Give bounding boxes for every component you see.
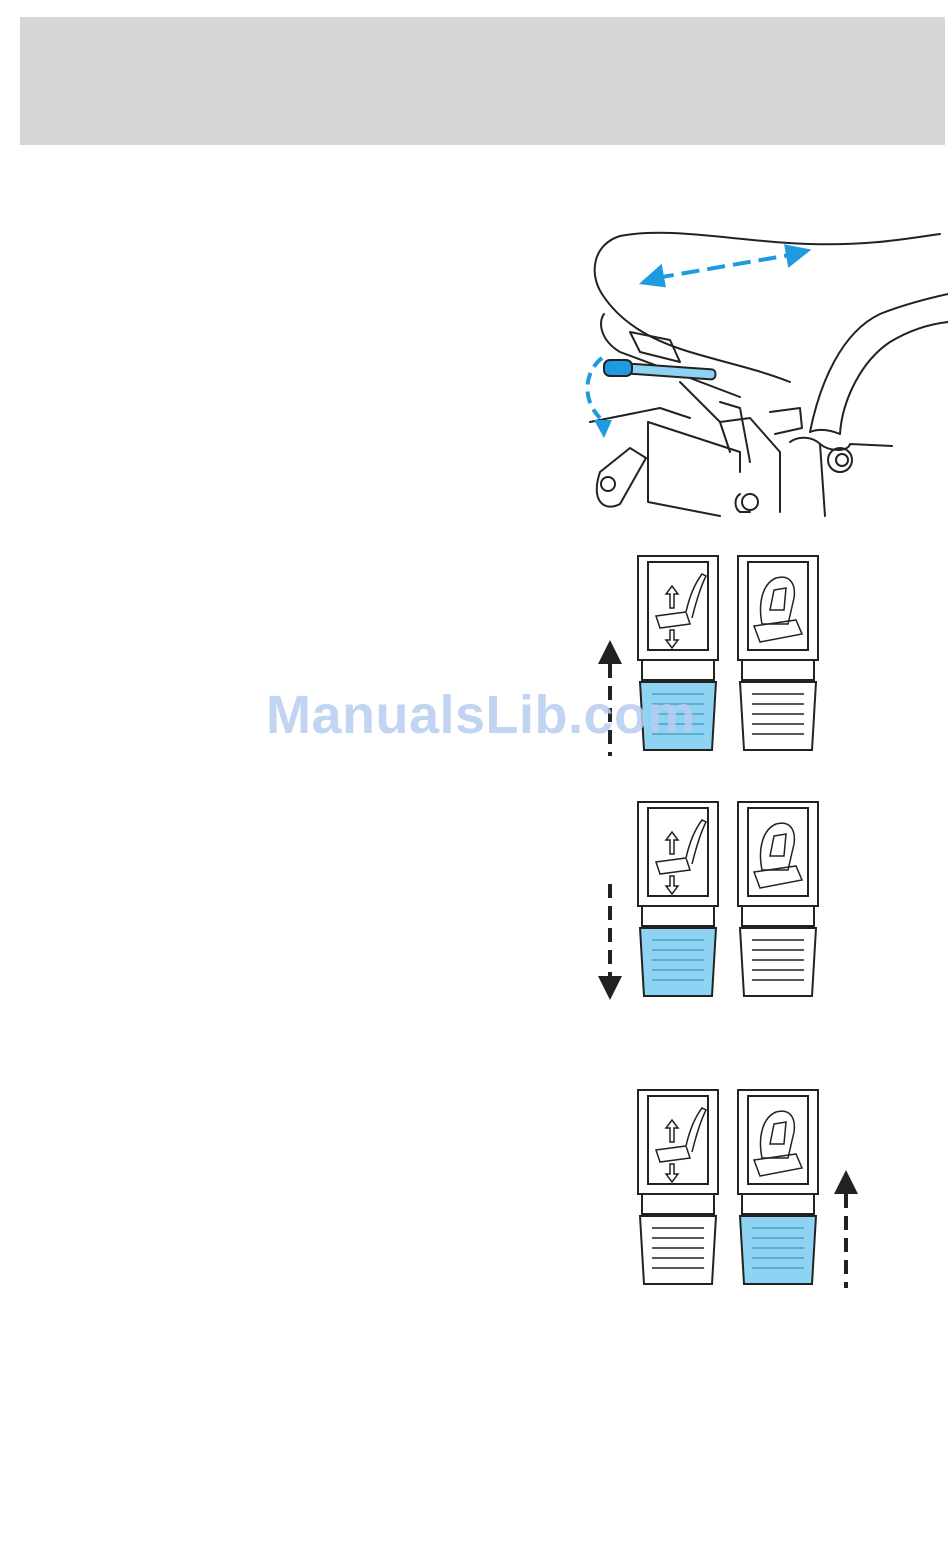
- header-band: [20, 17, 945, 145]
- power-seat-rear-up-illustration: [620, 1088, 870, 1294]
- watermark: ManualsLib.com: [266, 684, 696, 746]
- seat-track-lever-illustration: [580, 222, 948, 518]
- power-seat-front-down-illustration: [590, 800, 830, 1006]
